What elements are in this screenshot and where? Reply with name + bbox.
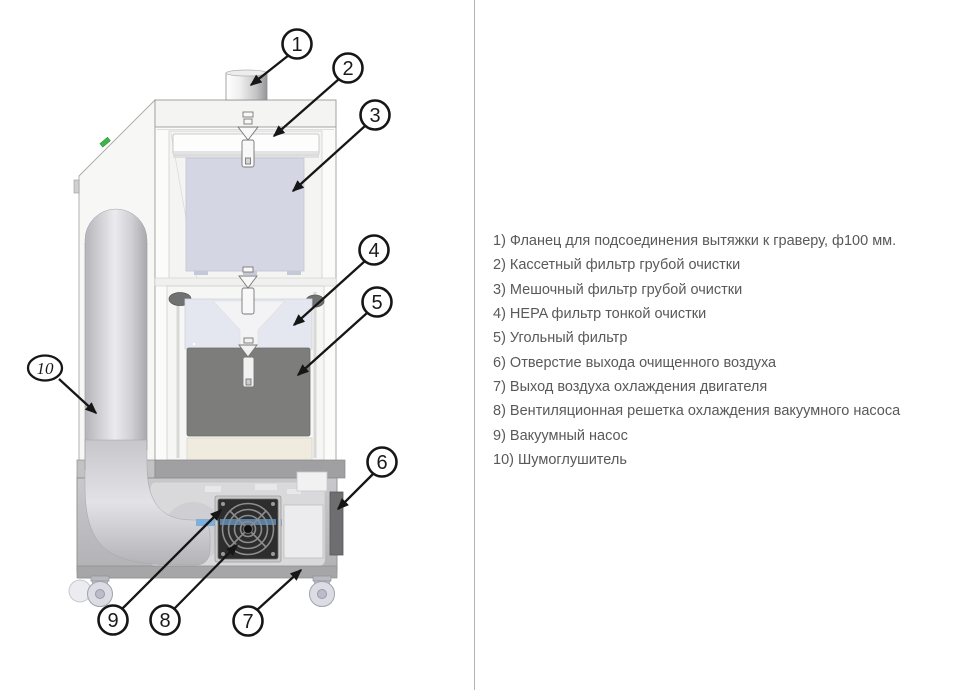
motor-cooling-panel	[283, 471, 328, 559]
muffler-pipe	[84, 208, 211, 566]
fan-grille	[214, 495, 282, 563]
callout-number: 1	[291, 34, 302, 56]
legend: 1) Фланец для подсоединения вытяжки к гр…	[493, 229, 953, 472]
callout-7: 7	[232, 605, 264, 637]
clean-air-outlet	[329, 491, 344, 556]
upper-filter-bay	[168, 111, 323, 284]
bag-filter	[185, 157, 305, 275]
divider-line	[474, 0, 475, 690]
flange-pipe	[225, 69, 268, 101]
legend-item-4: 4) HEPA фильтр тонкой очистки	[493, 306, 707, 323]
callout-arrows	[58, 54, 375, 611]
bottom-tray-panel	[186, 437, 313, 461]
callout-number: 10	[37, 359, 55, 378]
muffler-elbow	[84, 439, 211, 566]
callout-2: 2	[332, 52, 364, 84]
callout-10: 10	[26, 354, 64, 382]
legend-item-7: 7) Выход воздуха охлаждения двигателя	[493, 379, 768, 396]
callout-1: 1	[281, 28, 313, 60]
lower-filter-bay	[166, 266, 325, 461]
callout-number: 5	[371, 292, 382, 314]
latch-top	[237, 111, 259, 168]
callout-8: 8	[149, 604, 181, 636]
callout-number: 2	[342, 58, 353, 80]
latch-bottom	[238, 337, 258, 388]
callout-bubbles: 1 2 3 4 5 6 7	[26, 28, 398, 637]
callout-6: 6	[366, 446, 398, 478]
legend-item-1: 1) Фланец для подсоединения вытяжки к гр…	[493, 233, 897, 249]
callout-number: 9	[107, 610, 118, 632]
callout-3: 3	[359, 99, 391, 131]
latch-middle	[238, 266, 258, 315]
caster-left	[87, 575, 113, 607]
callout-4: 4	[358, 234, 390, 266]
side-hinge	[73, 179, 80, 194]
legend-item-5: 5) Угольный фильтр	[493, 330, 628, 347]
callout-number: 7	[242, 611, 253, 633]
green-indicator	[99, 136, 111, 148]
legend-item-9: 9) Вакуумный насос	[493, 427, 628, 444]
callout-number: 8	[159, 610, 170, 632]
legend-item-6: 6) Отверстие выхода очищенного воздуха	[493, 354, 777, 371]
extractor-diagram: 1 2 3 4 5 6 7	[26, 28, 398, 637]
callout-number: 4	[368, 240, 379, 262]
caster-wheels	[68, 575, 335, 607]
legend-item-3: 3) Мешочный фильтр грубой очистки	[493, 281, 743, 298]
legend-item-8: 8) Вентиляционная решетка охлаждения вак…	[493, 403, 901, 420]
callout-5: 5	[361, 286, 393, 318]
callout-number: 6	[376, 452, 387, 474]
callout-9: 9	[97, 604, 129, 636]
legend-item-2: 2) Кассетный фильтр грубой очистки	[493, 257, 741, 274]
caster-right	[309, 575, 335, 607]
legend-item-10: 10) Шумоглушитель	[493, 452, 627, 469]
callout-number: 3	[369, 105, 380, 127]
